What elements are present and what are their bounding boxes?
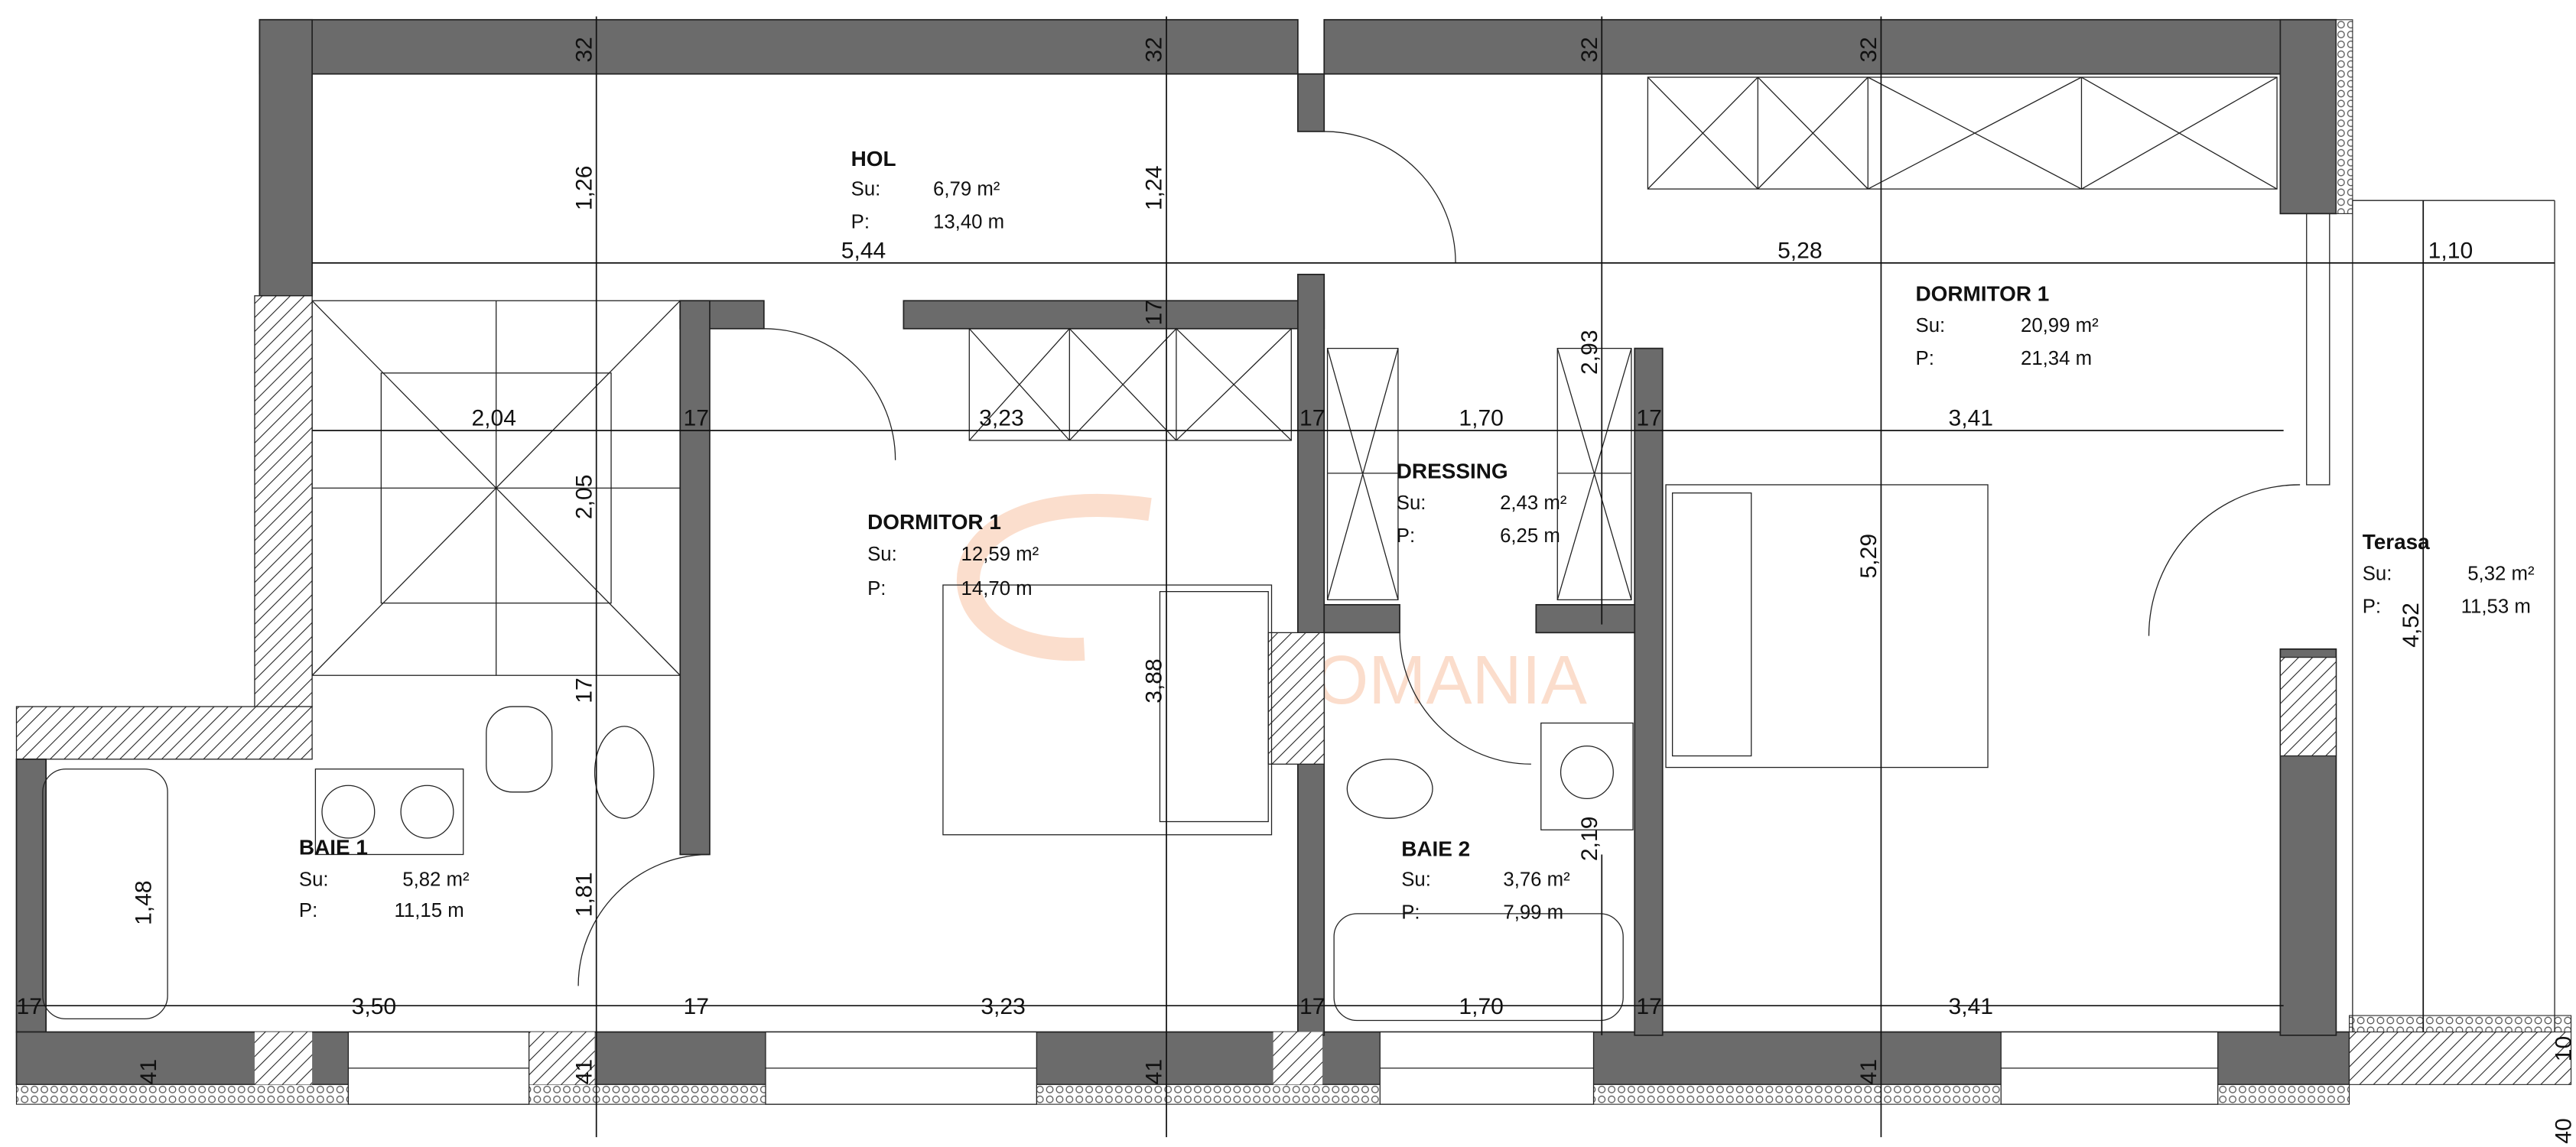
- dim-row3: 17: [1299, 994, 1325, 1019]
- room-p: 13,40 m: [933, 212, 1004, 233]
- room-name: DRESSING: [1397, 459, 1508, 483]
- dim-row3: 3,41: [1948, 994, 1993, 1019]
- dim-top-2: 32: [1142, 37, 1167, 62]
- dim-vertical: 2,19: [1577, 817, 1602, 862]
- room-su-label: Su:: [1397, 492, 1426, 514]
- room-dressing: DRESSING Su: 2,43 m² P: 6,25 m: [1397, 459, 1567, 547]
- dim-bottom: 41: [136, 1059, 161, 1084]
- dim-vertical: 1,81: [571, 872, 597, 918]
- dim-row3: 3,23: [981, 994, 1026, 1019]
- room-su: 12,59 m²: [961, 544, 1039, 565]
- room-dormitor-small: DORMITOR 1 Su: 12,59 m² P: 14,70 m: [867, 510, 1039, 599]
- room-su-label: Su:: [1916, 315, 1946, 336]
- dim-bottom: 41: [571, 1059, 597, 1084]
- room-name: DORMITOR 1: [867, 510, 1001, 534]
- dim-bottom: 41: [1142, 1059, 1167, 1084]
- room-terasa: Terasa Su: 5,32 m² P: 11,53 m: [2363, 530, 2535, 618]
- dim-row2: 17: [684, 406, 709, 431]
- dim-row2: 1,70: [1459, 406, 1504, 431]
- room-name: HOL: [851, 147, 896, 171]
- room-p-label: P:: [1401, 902, 1420, 923]
- room-su: 2,43 m²: [1500, 492, 1567, 514]
- dim-vertical: 4,52: [2399, 603, 2424, 648]
- dim-row1-3: 1,10: [2428, 238, 2474, 263]
- dim-vertical: 2,05: [571, 475, 597, 520]
- dim-vertical: 17: [571, 677, 597, 703]
- dim-row1-1: 5,44: [841, 238, 886, 263]
- dim-bottom: 40: [2552, 1118, 2576, 1143]
- room-su-label: Su:: [299, 869, 329, 890]
- dim-row3: 17: [1636, 994, 1661, 1019]
- room-su: 3,76 m²: [1503, 869, 1570, 890]
- dim-row3: 17: [16, 994, 41, 1019]
- dimension-labels: 32 32 32 32 1,26 1,24 5,44 5,28 1,10 2,0…: [16, 37, 2576, 1144]
- dim-top-4: 32: [1856, 37, 1882, 62]
- room-su: 5,32 m²: [2467, 564, 2535, 585]
- room-name: DORMITOR 1: [1916, 281, 2050, 305]
- dim-top-3: 32: [1577, 37, 1602, 62]
- room-p-label: P:: [299, 900, 317, 921]
- dim-bottom: 10: [2552, 1036, 2576, 1061]
- room-su-label: Su:: [2363, 564, 2392, 585]
- dim-bottom: 41: [1856, 1059, 1882, 1084]
- room-name: Terasa: [2363, 530, 2430, 554]
- room-su: 6,79 m²: [933, 179, 1000, 200]
- furniture: [42, 76, 2301, 1022]
- room-p: 6,25 m: [1500, 525, 1560, 547]
- dim-vertical: 1,48: [132, 880, 157, 925]
- dim-vertical: 17: [1142, 300, 1167, 325]
- dim-row3: 17: [684, 994, 709, 1019]
- room-su-label: Su:: [851, 179, 881, 200]
- room-baie1: BAIE 1 Su: 5,82 m² P: 11,15 m: [299, 835, 470, 921]
- room-p-label: P:: [2363, 596, 2381, 618]
- room-hol: HOL Su: 6,79 m² P: 13,40 m: [851, 147, 1004, 233]
- dim-hol-1: 1,26: [571, 166, 597, 211]
- room-name: BAIE 1: [299, 835, 368, 859]
- walls: [15, 18, 2572, 1105]
- room-dormitor-large: DORMITOR 1 Su: 20,99 m² P: 21,34 m: [1916, 281, 2100, 369]
- dim-row2: 3,41: [1948, 406, 1993, 431]
- dim-vertical: 5,29: [1856, 534, 1882, 579]
- room-p: 11,15 m: [395, 900, 464, 921]
- room-p-label: P:: [867, 578, 886, 599]
- dim-row1-2: 5,28: [1778, 238, 1823, 263]
- dim-vertical: 3,88: [1142, 658, 1167, 703]
- room-su: 5,82 m²: [402, 869, 470, 890]
- room-p: 7,99 m: [1503, 902, 1563, 923]
- room-p: 11,53 m: [2461, 596, 2531, 618]
- dim-row3: 3,50: [352, 994, 397, 1019]
- dim-row3: 1,70: [1459, 994, 1504, 1019]
- dim-vertical: 2,93: [1577, 330, 1602, 375]
- dim-hol-2: 1,24: [1142, 166, 1167, 211]
- room-p-label: P:: [1397, 525, 1415, 547]
- room-p-label: P:: [1916, 348, 1934, 369]
- room-baie2: BAIE 2 Su: 3,76 m² P: 7,99 m: [1401, 837, 1570, 924]
- dim-row2: 2,04: [471, 406, 516, 431]
- room-p-label: P:: [851, 212, 870, 233]
- dim-top-1: 32: [571, 37, 597, 62]
- dim-row2: 17: [1636, 406, 1661, 431]
- dim-row2: 17: [1299, 406, 1325, 431]
- room-p: 14,70 m: [961, 578, 1033, 599]
- room-su-label: Su:: [867, 544, 897, 565]
- room-su: 20,99 m²: [2021, 315, 2099, 336]
- room-name: BAIE 2: [1401, 837, 1470, 861]
- dimension-lines: [16, 16, 2555, 1138]
- room-su-label: Su:: [1401, 869, 1431, 890]
- dim-row2: 3,23: [979, 406, 1024, 431]
- room-p: 21,34 m: [2021, 348, 2092, 369]
